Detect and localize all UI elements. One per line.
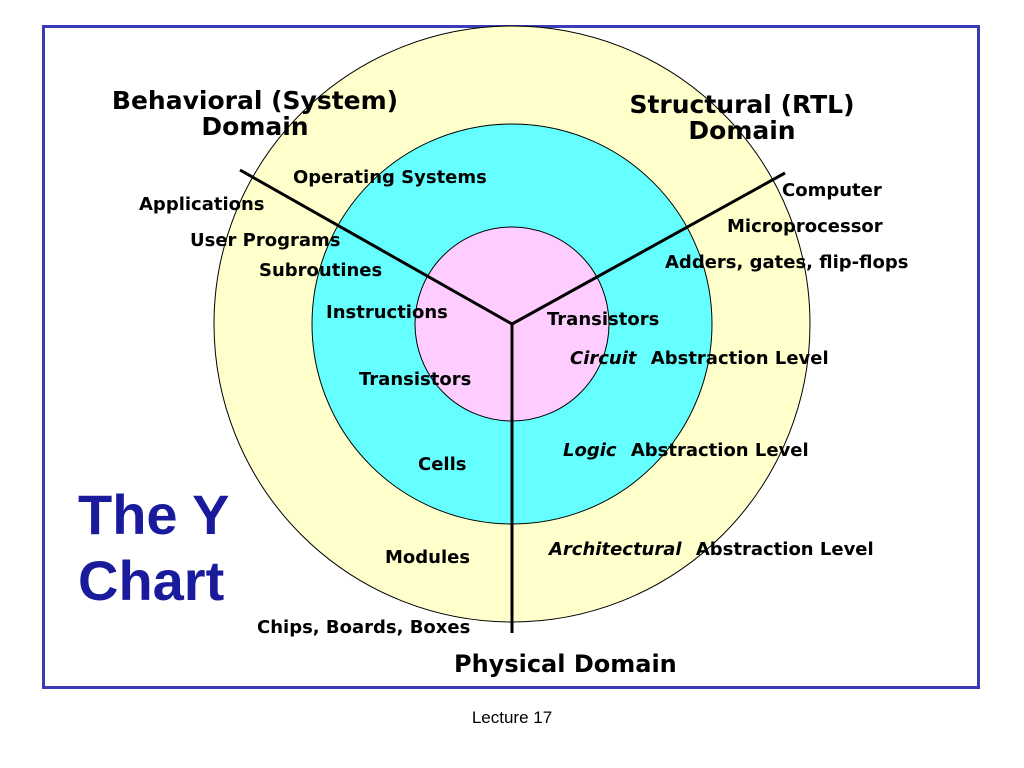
label-microprocessor: Microprocessor	[727, 216, 883, 237]
label-subroutines: Subroutines	[259, 260, 383, 281]
logic-level-text: Abstraction Level	[630, 440, 809, 461]
circuit-level-italic: Circuit	[570, 348, 637, 369]
label-user-programs: User Programs	[190, 230, 341, 251]
logic-level-italic: Logic	[563, 440, 617, 461]
label-computer: Computer	[782, 180, 882, 201]
title-line-2: Chart	[78, 549, 225, 613]
slide-title: The Y Chart	[78, 482, 229, 614]
behavioral-domain-title: Behavioral (System) Domain	[90, 86, 420, 142]
structural-axis	[511, 171, 786, 326]
label-modules: Modules	[385, 547, 471, 568]
behavioral-domain-line2: Domain	[201, 112, 309, 142]
label-operating-systems: Operating Systems	[293, 167, 487, 188]
circuit-level-text: Abstraction Level	[650, 348, 829, 369]
structural-domain-line1: Structural (RTL)	[629, 90, 855, 119]
label-applications: Applications	[139, 194, 265, 215]
label-chips-boards-boxes: Chips, Boards, Boxes	[257, 617, 471, 638]
behavioral-axis	[239, 168, 513, 326]
architectural-level-tag: Architectural Abstraction Level	[546, 538, 897, 564]
structural-domain-title: Structural (RTL) Domain	[612, 90, 872, 146]
label-adders-gates-flipflops: Adders, gates, flip-flops	[665, 252, 909, 273]
footer-lecture-label: Lecture 17	[471, 708, 553, 727]
behavioral-domain-line1: Behavioral (System)	[111, 86, 399, 115]
label-transistors-structural: Transistors	[547, 309, 660, 330]
physical-domain-title: Physical Domain	[454, 650, 677, 678]
label-instructions: Instructions	[326, 302, 448, 323]
architectural-level-text: Abstraction Level	[695, 539, 874, 560]
logic-level-tag: Logic Abstraction Level	[560, 439, 835, 465]
label-transistors-behavioral: Transistors	[359, 369, 472, 390]
circuit-level-tag: Circuit Abstraction Level	[567, 347, 881, 373]
title-line-1: The Y	[78, 483, 230, 546]
architectural-level-italic: Architectural	[549, 539, 682, 560]
structural-domain-line2: Domain	[688, 116, 796, 146]
label-cells: Cells	[418, 454, 467, 475]
